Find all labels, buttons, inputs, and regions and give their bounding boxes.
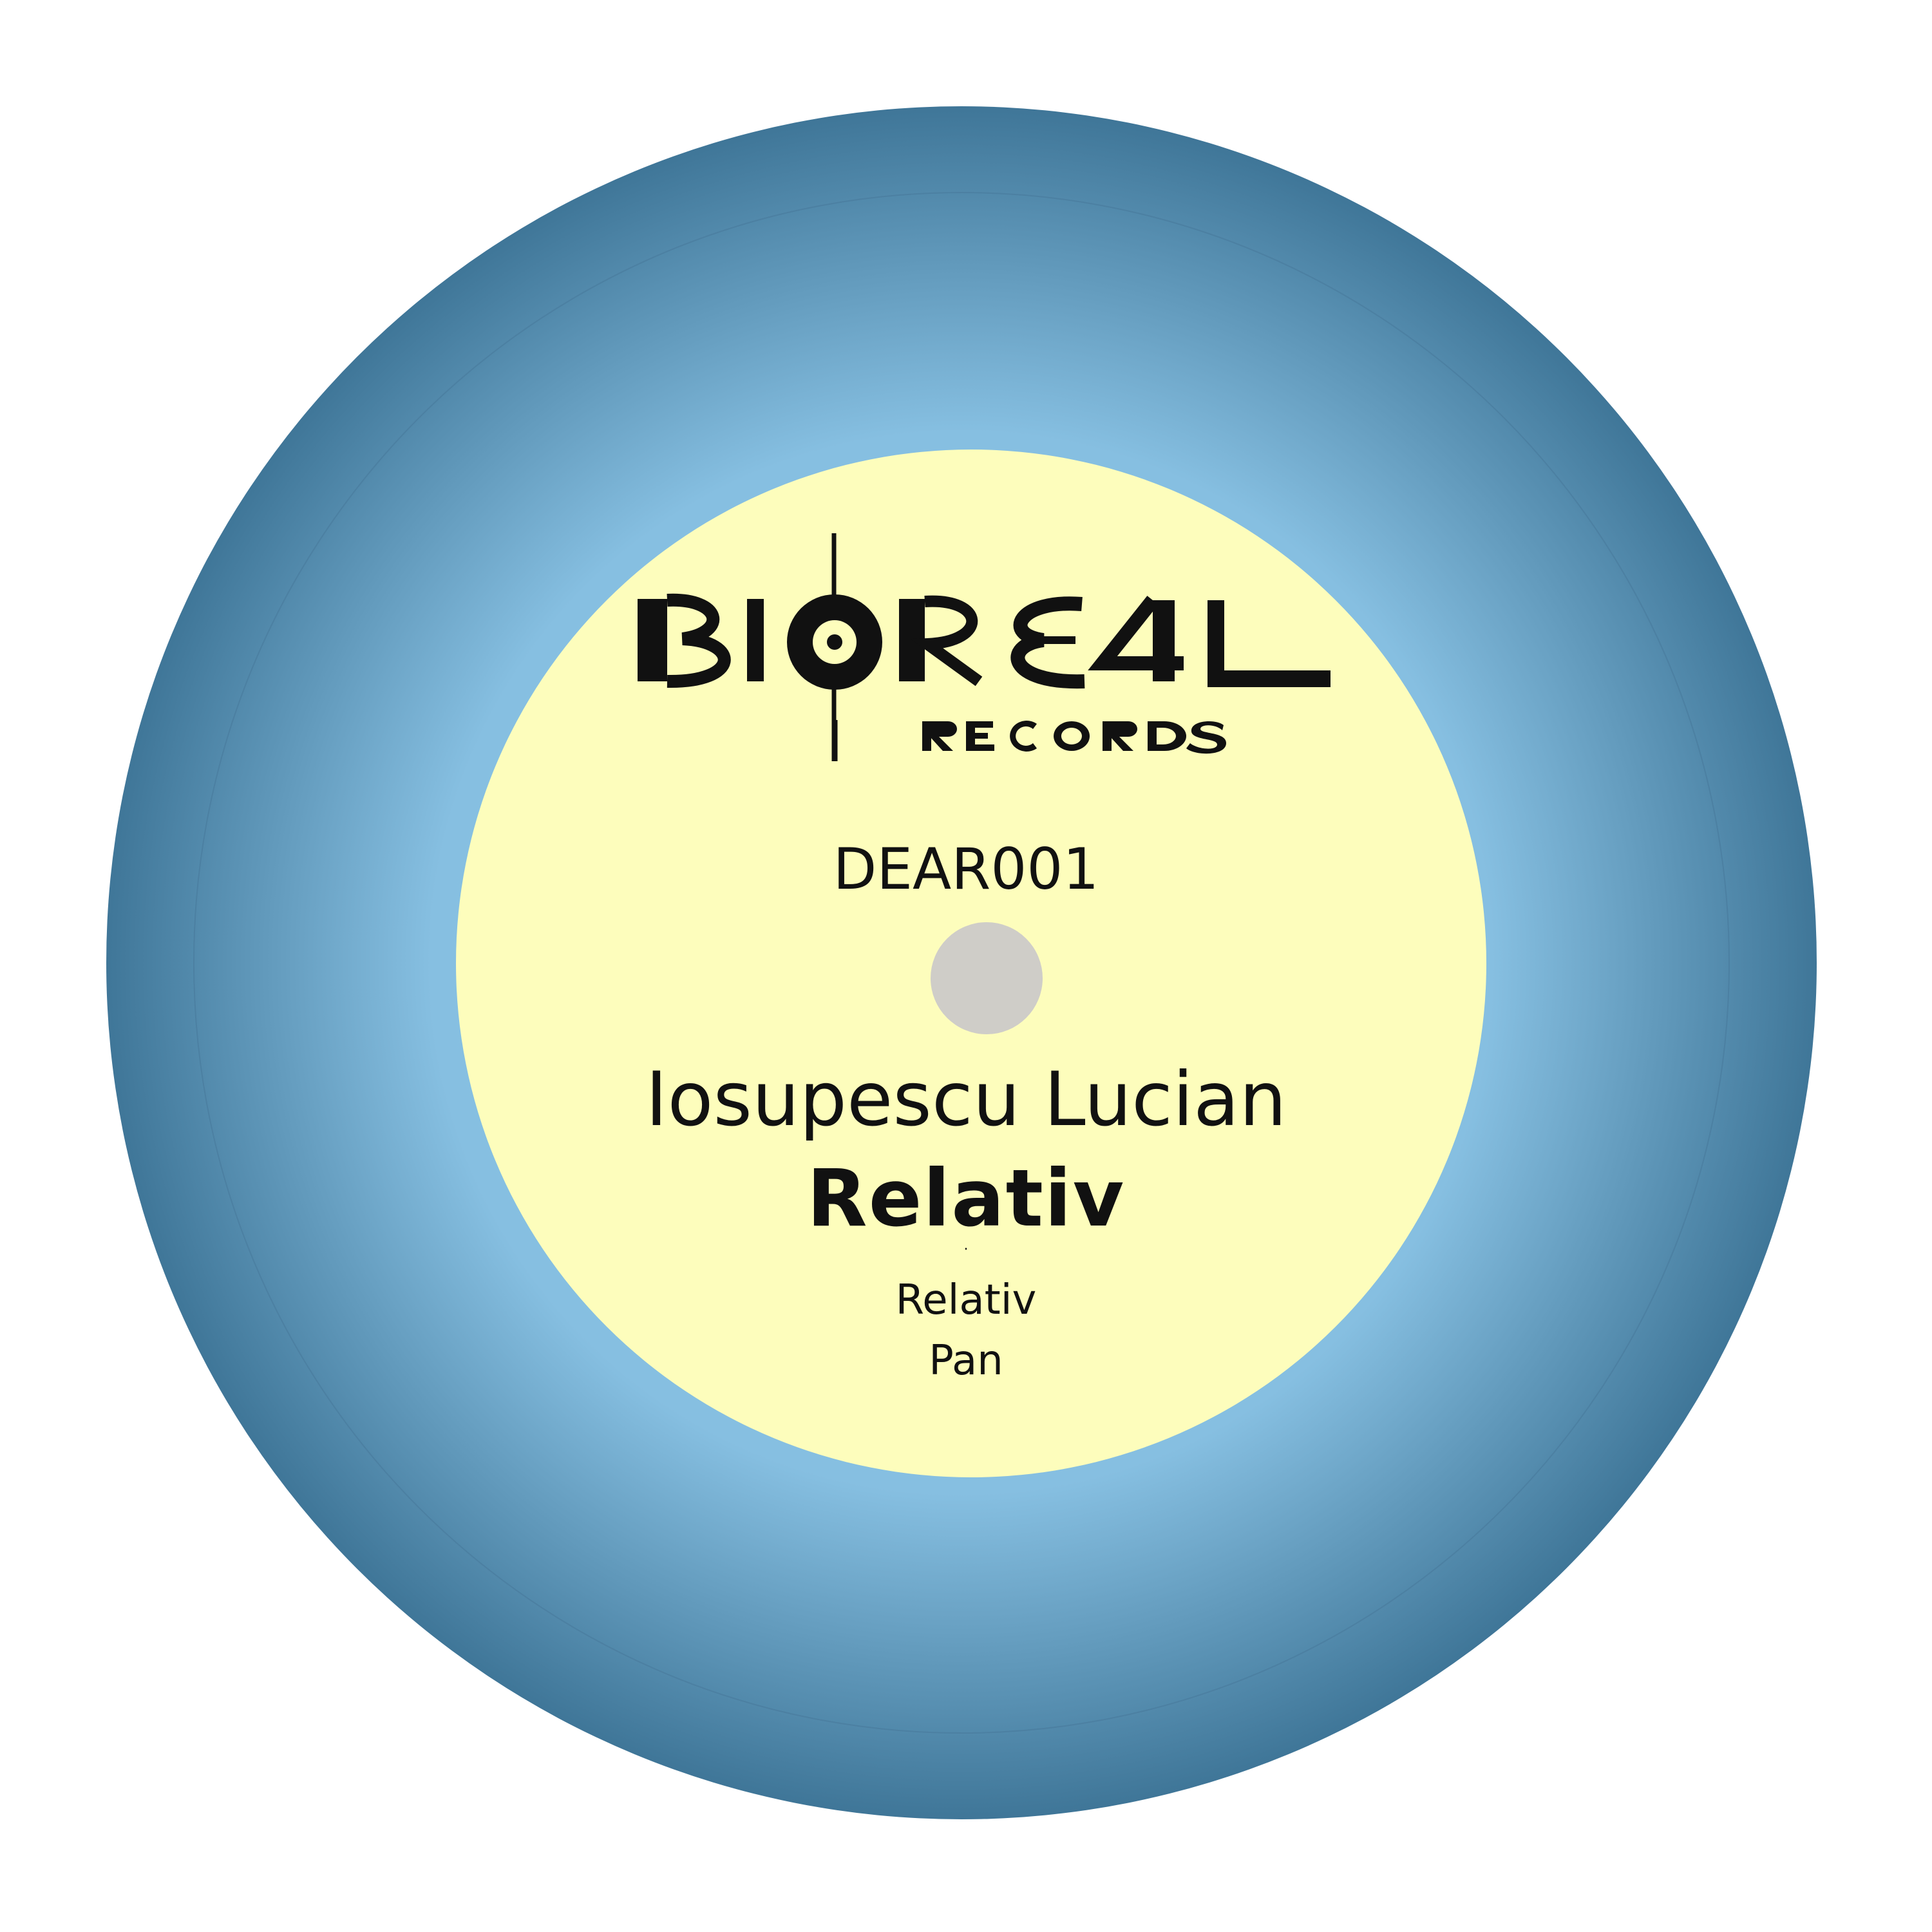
tracklist-separator: ·: [963, 1242, 969, 1258]
groove-ring: [193, 192, 1730, 1734]
logo-letter-r: [899, 595, 983, 687]
spindle-hole: [931, 922, 1043, 1034]
logo-letter-b: [638, 593, 731, 688]
logo-letter-e: [1010, 596, 1085, 689]
track-item: Pan: [929, 1337, 1003, 1385]
logo-records-wordmark: [922, 721, 1226, 754]
logo-letter-i: [747, 599, 764, 681]
logo-letter-a: [1088, 596, 1184, 681]
logo-letter-l: [1208, 600, 1331, 687]
logo-record-o: [787, 594, 882, 690]
catalog-number: DEAR001: [833, 836, 1099, 902]
bioreal-records-logo: [638, 533, 1331, 761]
release-title: Relativ: [806, 1153, 1126, 1244]
artist-name: Iosupescu Lucian: [645, 1056, 1287, 1143]
track-item: Relativ: [895, 1276, 1037, 1324]
